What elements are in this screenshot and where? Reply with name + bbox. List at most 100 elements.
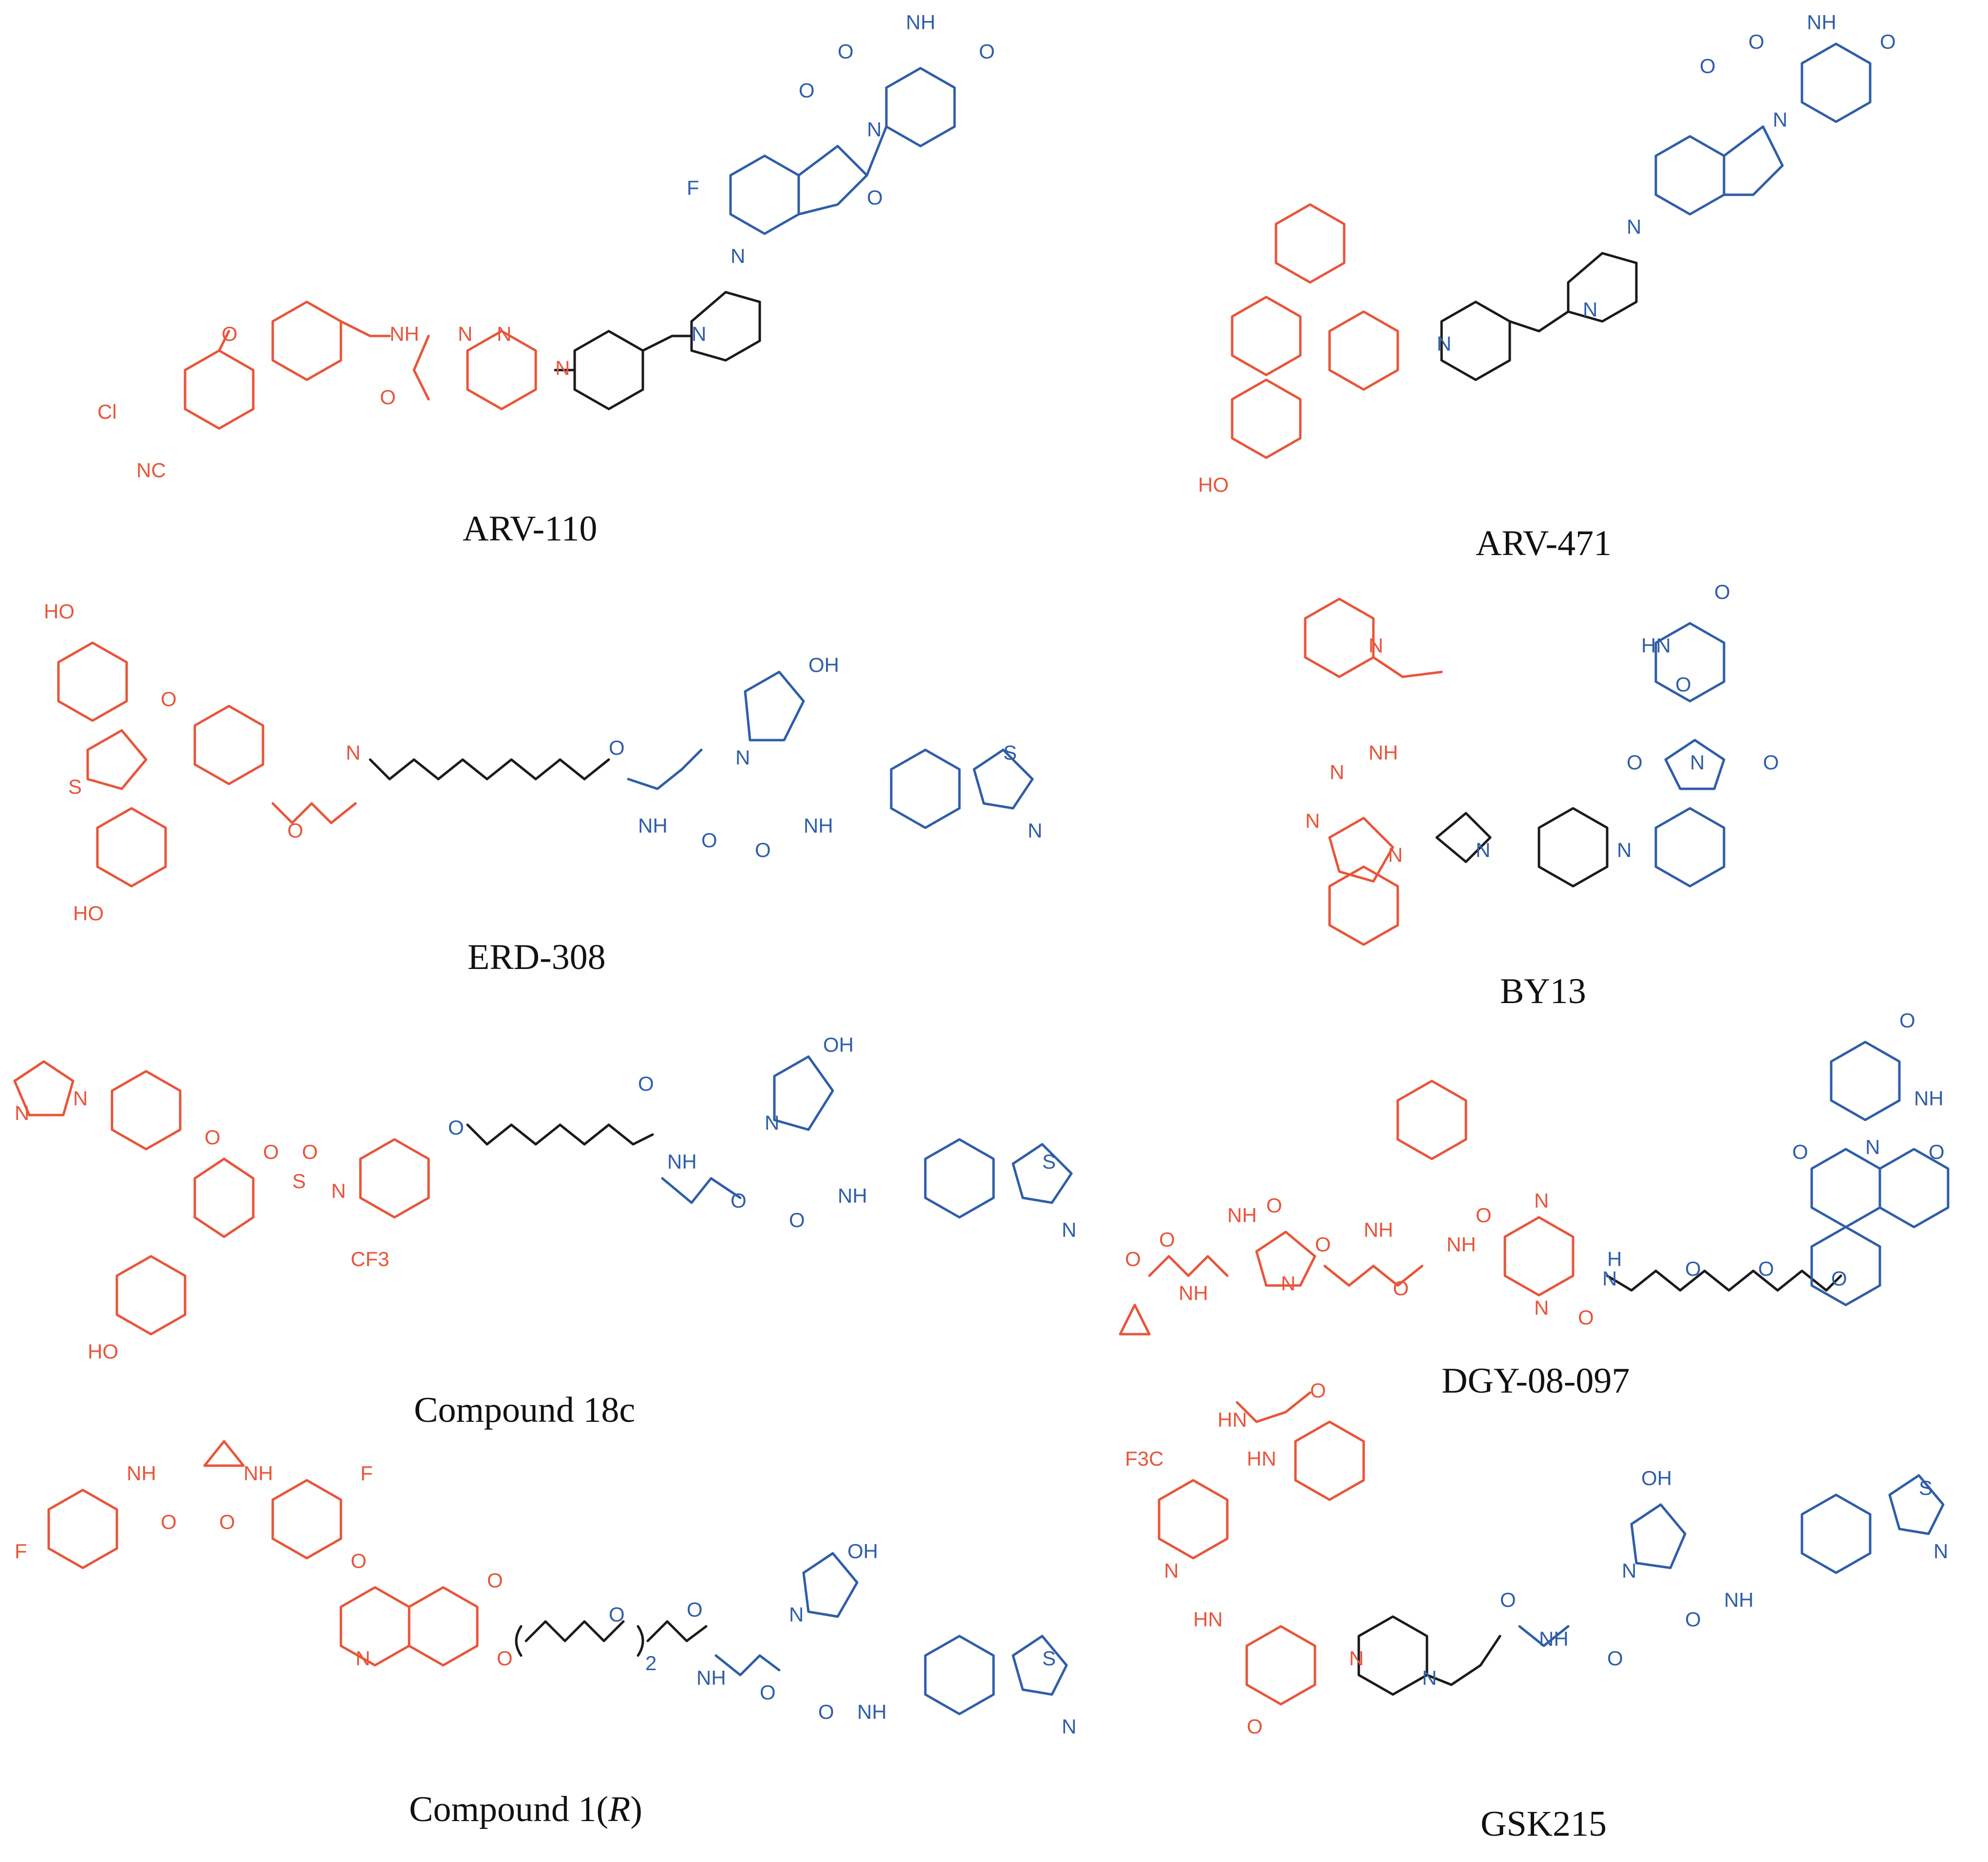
atom-label: O [1125, 1248, 1141, 1270]
atom-label: N [1534, 1296, 1549, 1319]
atom-label: NH [696, 1666, 726, 1689]
atom-label: HO [73, 902, 104, 925]
dgy-e3-atoms: H N O O O O N O O NH [1602, 1009, 1945, 1290]
erd308-ligand-atoms: HO HO S O O N [44, 600, 360, 925]
atom-label: OH [808, 653, 839, 676]
atom-label: N [73, 1087, 88, 1110]
arv110-e3-atoms: N N N F O O O O NH [687, 11, 995, 345]
atom-label: O [1929, 1140, 1945, 1163]
atom-label: O [222, 322, 238, 345]
atom-label: N [1622, 1559, 1636, 1582]
erd308-linker-bonds [369, 758, 610, 781]
atom-label: N [1062, 1715, 1076, 1738]
atom-label: N [765, 1111, 779, 1134]
atom-label: F [15, 1540, 27, 1563]
gsk215-linker-bonds [1357, 1615, 1501, 1696]
dgy-ligand-atoms: O NH O O NH N O NH O NH O N N O [1125, 1189, 1594, 1329]
compound-name: GSK215 [1481, 1804, 1607, 1844]
atom-label: NH [638, 814, 668, 837]
arv471-e3-ligand-bonds [1654, 42, 1872, 216]
atom-label: NH [804, 814, 833, 837]
arv110-e3-ligand-bonds [729, 67, 956, 235]
arv110-ligand-atoms: O NH O Cl NC N N N [97, 322, 570, 482]
c1r-linker-bonds [515, 1620, 708, 1657]
compound-name: Compound 18c [414, 1390, 635, 1430]
atom-label: NH [838, 1184, 867, 1207]
atom-label: O [687, 1598, 703, 1621]
atom-label: NH [1364, 1218, 1393, 1241]
arv471-target-ligand-bonds [1231, 203, 1399, 459]
atom-label: HN [1193, 1608, 1223, 1631]
atom-label: O [1880, 30, 1896, 53]
atom-label: NC [136, 459, 166, 482]
arv471-e3-atoms: N N N N O O O NH [1437, 11, 1896, 355]
atom-label: O [205, 1126, 221, 1149]
atom-label: N [692, 322, 706, 345]
compound-arv471: HO N N N N O O O NH ARV-471 [1198, 11, 1896, 563]
arv110-target-ligand-bonds [184, 300, 537, 430]
atom-label: NH [857, 1700, 887, 1723]
by13-linker-bonds [1435, 807, 1609, 888]
atom-label: O [487, 1569, 503, 1592]
atom-label: N [1369, 634, 1383, 657]
atom-label: N [1690, 751, 1705, 774]
atom-label: N [1773, 108, 1787, 131]
by13-target-ligand-bonds [1304, 597, 1443, 946]
atom-label: N [789, 1603, 804, 1626]
atom-label: N [1349, 1647, 1364, 1670]
compound-gsk215: O HN F3C HN N HN O N N O NH O N OH O NH … [1125, 1379, 1948, 1844]
compound-name: BY13 [1500, 971, 1586, 1011]
atom-label: OH [823, 1033, 854, 1056]
atom-label: O [609, 736, 625, 759]
atom-label: O [867, 186, 883, 209]
atom-label: O [161, 688, 177, 710]
atom-label: O [701, 829, 717, 852]
compound-name: ERD-308 [468, 937, 606, 977]
atom-label: O [1685, 1608, 1701, 1631]
atom-label: O [609, 1603, 625, 1626]
dgy-e3-ligand-bonds [1810, 1041, 1950, 1306]
atom-label: NH [1446, 1233, 1476, 1256]
c1r-target-ligand-bonds [47, 1440, 479, 1667]
atom-label: O [302, 1140, 318, 1163]
arv471-ligand-atoms: HO [1198, 473, 1229, 496]
atom-label: O [161, 1510, 177, 1533]
atom-label: S [292, 1170, 306, 1192]
atom-label: N [1627, 215, 1641, 238]
atom-label: N [331, 1179, 346, 1202]
atom-label: O [818, 1700, 834, 1723]
atom-label: O [799, 79, 815, 102]
atom-label: HN [1218, 1408, 1247, 1431]
atom-label: F [360, 1462, 373, 1485]
compound-name: Compound 1(R) [409, 1789, 642, 1829]
by13-e3-atoms: N N N O O O O HN [1476, 580, 1779, 861]
atom-label: O [1758, 1257, 1774, 1280]
by13-ligand-atoms: N N NH N N [1305, 634, 1403, 866]
arv110-linker-bonds [554, 291, 761, 410]
atom-label: O [287, 819, 303, 842]
atom-label: Cl [97, 400, 117, 423]
atom-label: N [1062, 1218, 1076, 1241]
c18c-target-ligand-bonds [13, 1060, 430, 1336]
atom-label: O [1315, 1233, 1331, 1256]
c1r-e3-atoms: O 2 O NH O N OH O NH S N [609, 1540, 1076, 1738]
c1r-ligand-atoms: F NH O O NH F O O N O [15, 1462, 513, 1670]
atom-label: O [1476, 1204, 1492, 1227]
atom-label: CF3 [351, 1248, 389, 1270]
gsk215-e3-atoms: N O NH O N OH O NH S N [1422, 1467, 1948, 1689]
atom-label: N [1617, 838, 1632, 861]
atom-label: HN [1247, 1447, 1276, 1470]
c18c-ligand-atoms: N N O S O O N CF3 HO [15, 1087, 389, 1363]
atom-label: O [760, 1681, 776, 1704]
compound-18c: N N O S O O N CF3 HO O O NH O N OH O NH … [13, 1033, 1076, 1430]
atom-label: N [1388, 843, 1403, 866]
atom-label: NH [1179, 1282, 1208, 1304]
atom-label: N [1305, 809, 1320, 832]
atom-label: O [731, 1189, 747, 1212]
atom-label: O [789, 1209, 805, 1231]
atom-label: HO [88, 1340, 118, 1363]
atom-label: NH [244, 1462, 273, 1485]
compound-name: ARV-110 [463, 509, 597, 549]
gsk215-target-ligand-bonds [1158, 1391, 1365, 1706]
atom-label: O [1607, 1647, 1623, 1670]
